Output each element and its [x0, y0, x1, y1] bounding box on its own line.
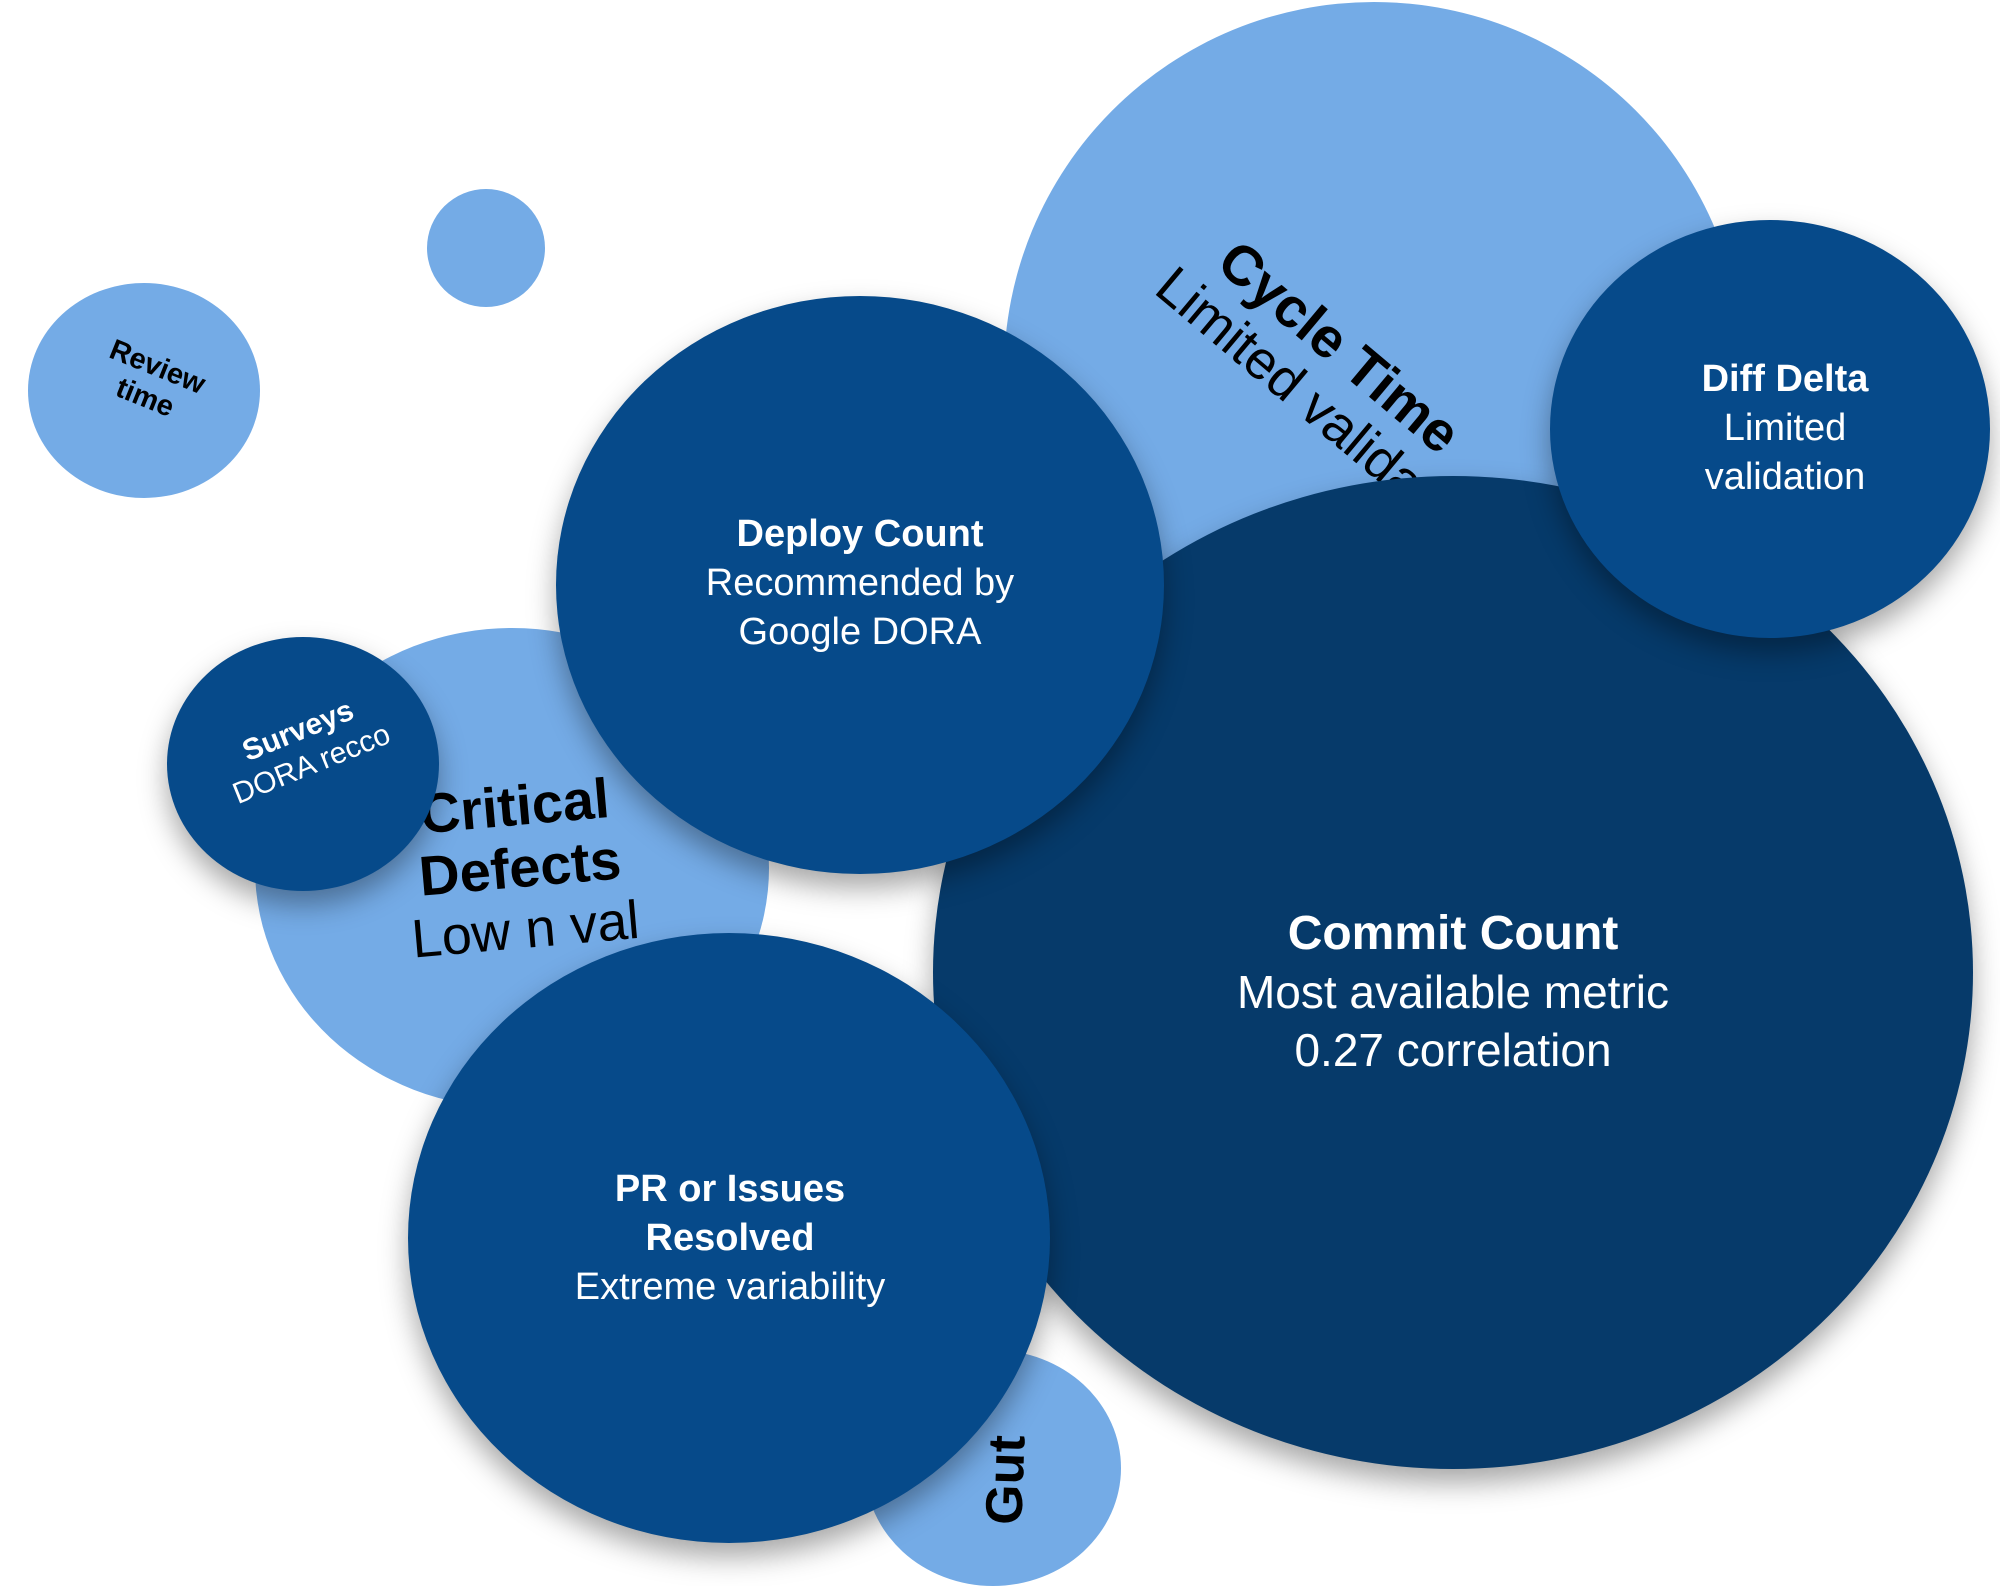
deploy-count-bubble [556, 296, 1164, 874]
diff-delta-label: Diff Delta Limited validation [1620, 355, 1950, 502]
diff-delta-subtitle-2: validation [1704, 456, 1866, 498]
deploy-count-label: Deploy Count Recommended by Google DORA [660, 510, 1060, 657]
pr-issues-bubble [408, 933, 1050, 1543]
deploy-count-title: Deploy Count [736, 513, 984, 555]
diff-delta-bubble [1550, 220, 1990, 638]
surveys-bubble [167, 637, 439, 891]
deploy-count-subtitle-1: Recommended by [705, 562, 1015, 604]
pr-issues-title-2: Resolved [645, 1217, 815, 1259]
diff-delta-title: Diff Delta [1701, 358, 1869, 400]
diff-delta-subtitle-1: Limited [1723, 407, 1847, 449]
small-dot-bubble [427, 189, 545, 307]
commit-count-subtitle-1: Most available metric [1236, 966, 1670, 1018]
deploy-count-subtitle-2: Google DORA [738, 611, 982, 653]
pr-issues-label: PR or Issues Resolved Extreme variabilit… [520, 1165, 940, 1312]
pr-issues-subtitle: Extreme variability [574, 1266, 886, 1308]
commit-count-subtitle-2: 0.27 correlation [1294, 1024, 1612, 1076]
pr-issues-title-1: PR or Issues [614, 1168, 846, 1210]
review-time-bubble [28, 283, 260, 498]
commit-count-label: Commit Count Most available metric 0.27 … [1153, 905, 1753, 1079]
gut-label: Gut [975, 1434, 1037, 1526]
commit-count-title: Commit Count [1287, 907, 1619, 960]
